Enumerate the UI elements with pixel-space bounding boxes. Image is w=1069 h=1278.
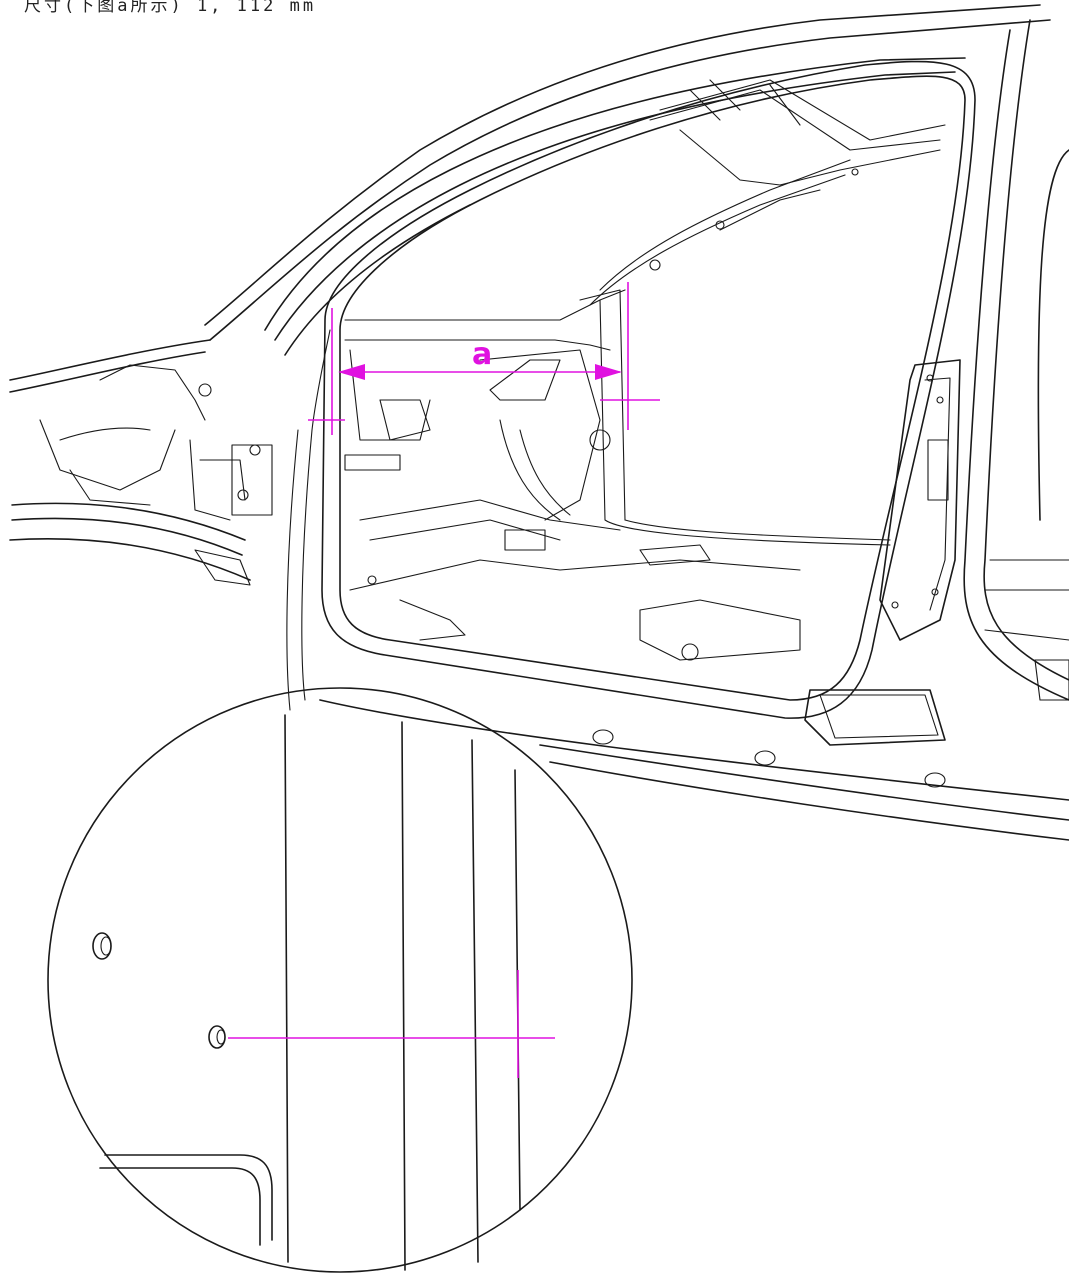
roof-frame (589, 79, 946, 306)
dimension-a: a (308, 282, 660, 435)
b-pillar (879, 359, 961, 641)
front-fender-structure (9, 339, 273, 586)
detail-reference-crosshair (228, 970, 555, 1078)
detail-magnified-view (47, 687, 633, 1273)
inner-panels (344, 289, 891, 661)
a-pillar-and-roof (204, 4, 1051, 356)
front-door-opening (286, 60, 976, 719)
dimension-label: a (472, 337, 492, 372)
caption-text: 尺寸(下图a所示) 1, 112 mm (24, 0, 317, 16)
rocker-sill (319, 689, 1069, 841)
rear-door-opening (963, 19, 1069, 701)
hole-marker-icon (92, 932, 112, 960)
